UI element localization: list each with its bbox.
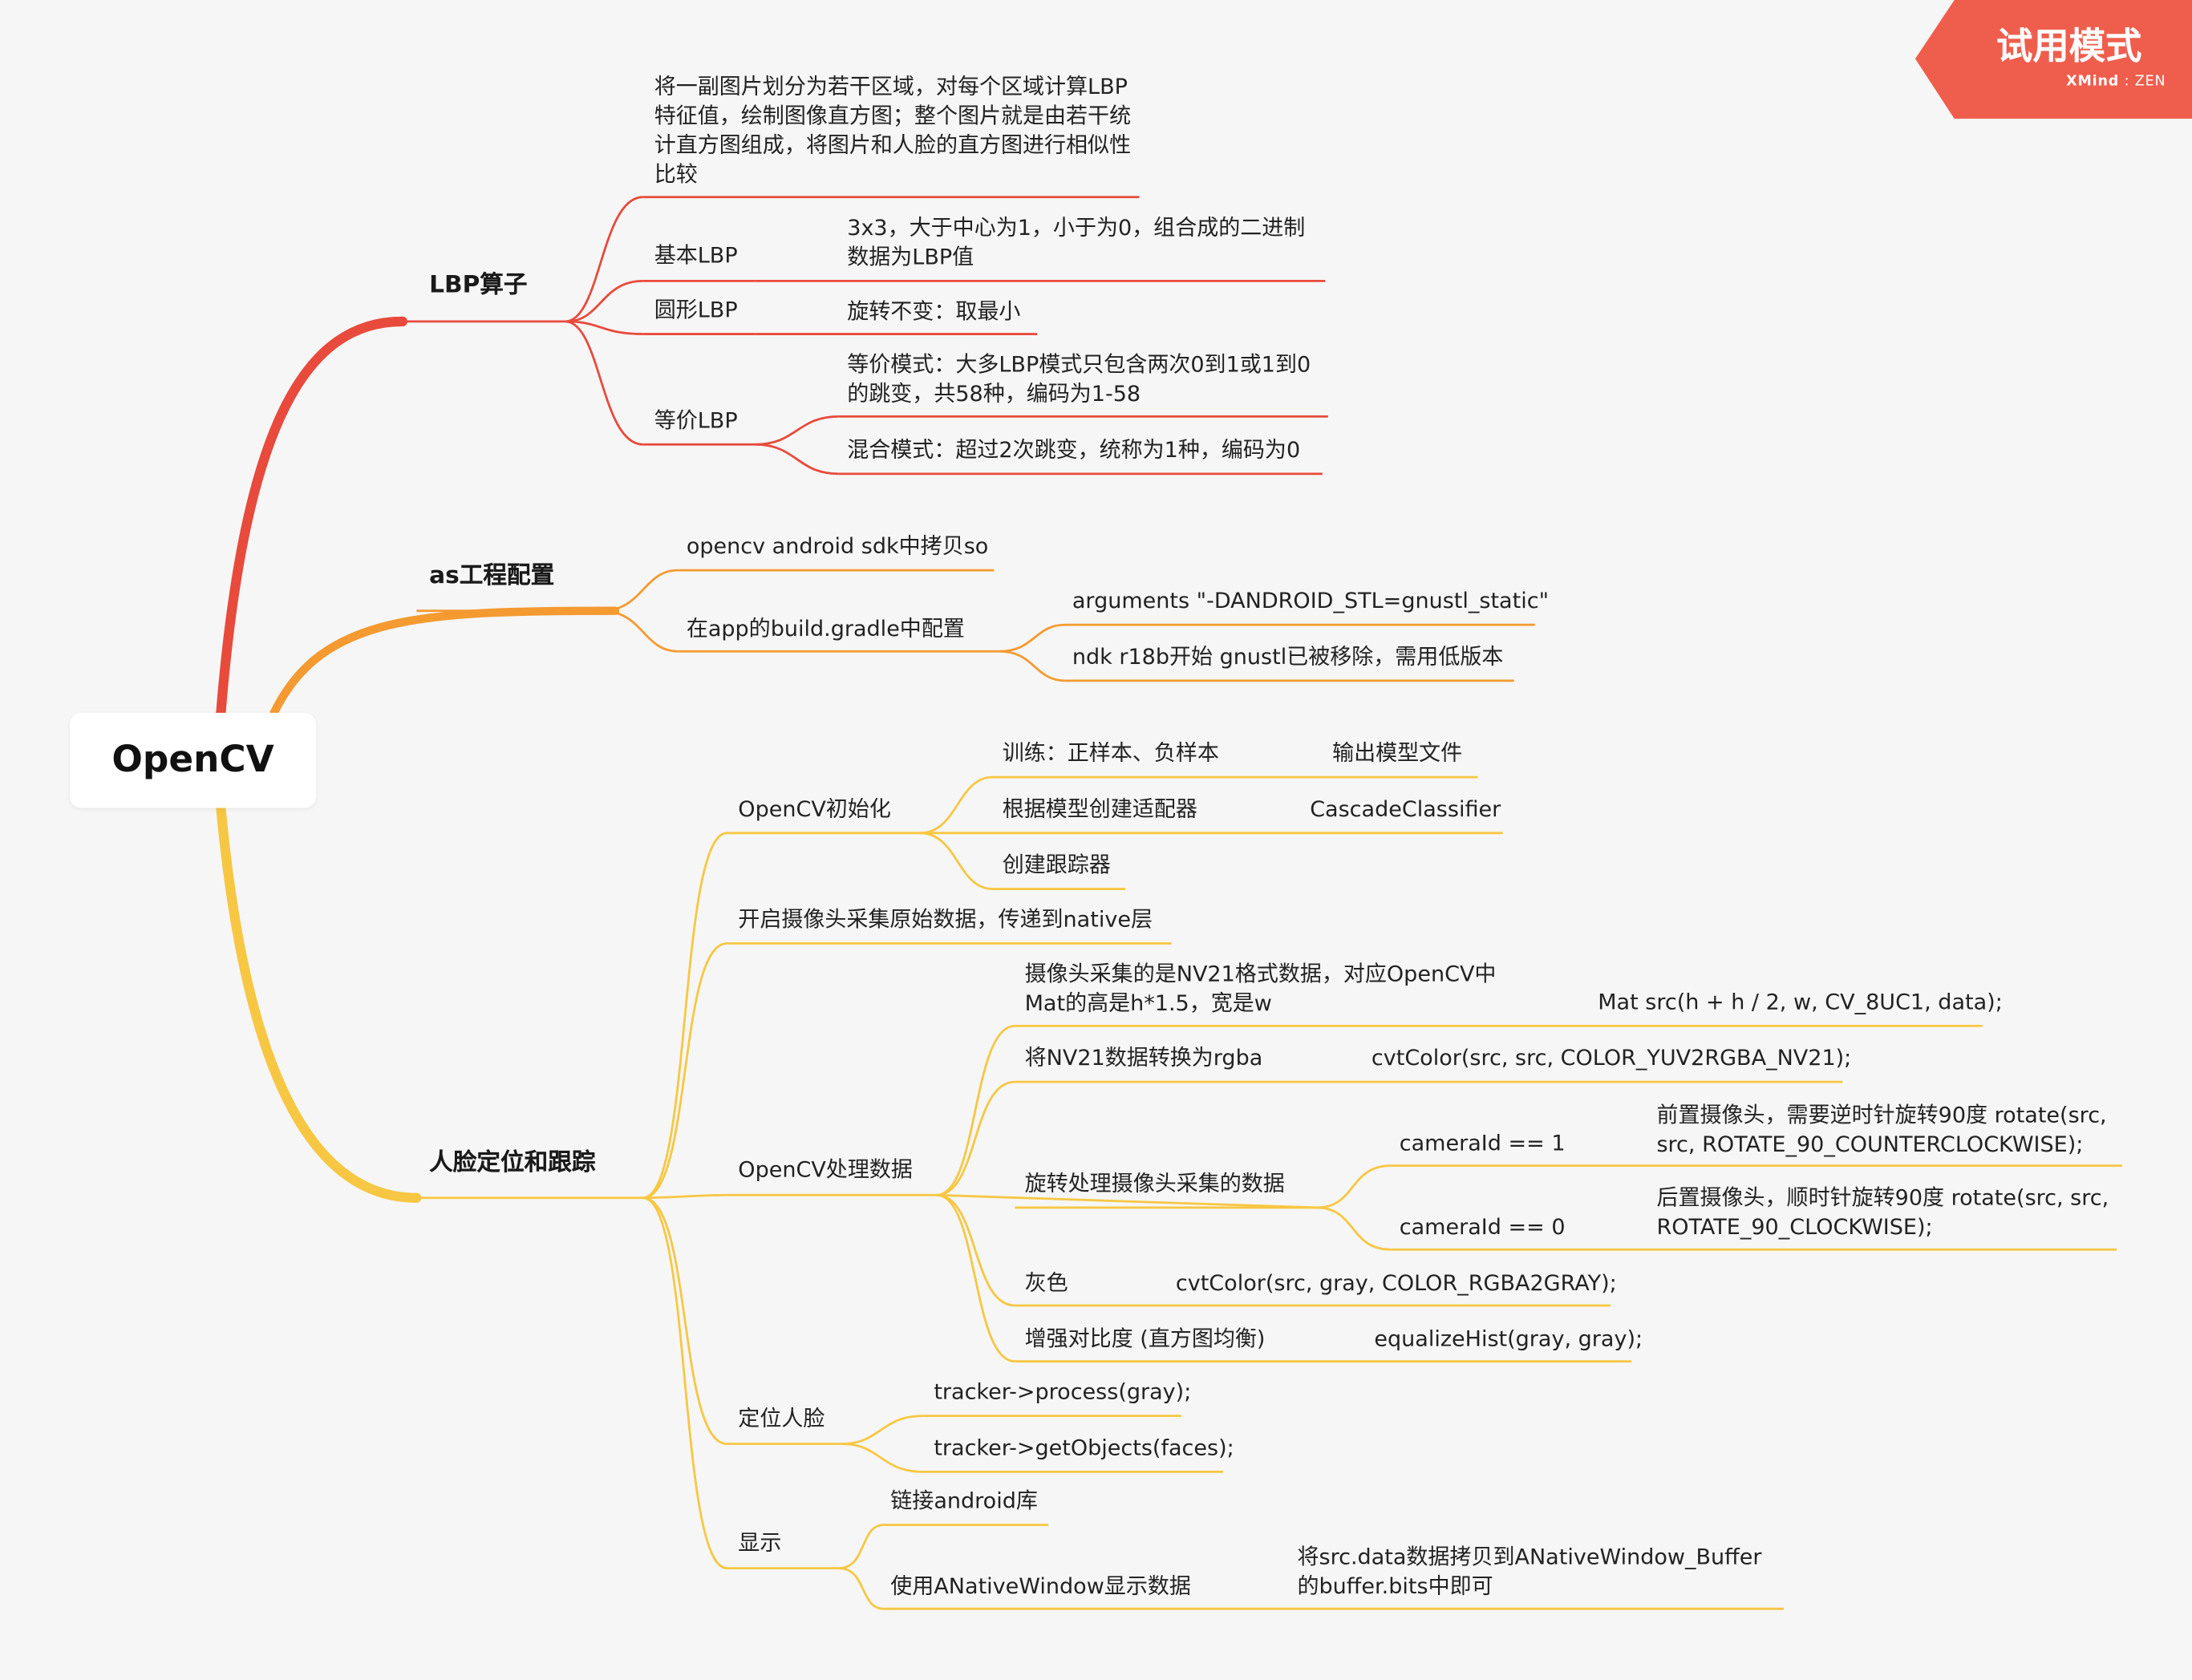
code-cvtcolor-rgba[interactable]: cvtColor(src, src, COLOR_YUV2RGBA_NV21);	[1371, 1045, 1852, 1071]
topic-open-camera[interactable]: 开启摄像头采集原始数据，传递到native层	[738, 907, 1153, 933]
topic-display[interactable]: 显示	[738, 1530, 782, 1556]
topic-lbp[interactable]: LBP算子	[429, 271, 528, 300]
topic-gradle-config[interactable]: 在app的build.gradle中配置	[686, 616, 965, 642]
topic-uniform-mode[interactable]: 等价模式：大多LBP模式只包含两次0到1或1到0的跳变，共58种，编码为1-58	[847, 352, 1311, 407]
topic-create-tracker[interactable]: 创建跟踪器	[1002, 852, 1111, 878]
topic-link-android[interactable]: 链接android库	[890, 1488, 1038, 1514]
connector-root-lbp	[216, 316, 408, 719]
connector-root-face	[216, 803, 422, 1203]
topic-locate-face[interactable]: 定位人脸	[738, 1406, 825, 1431]
topic-create-adapter[interactable]: 根据模型创建适配器	[1002, 796, 1197, 822]
topic-nv21-to-rgba[interactable]: 将NV21数据转换为rgba	[1024, 1045, 1263, 1071]
topic-copy-so[interactable]: opencv android sdk中拷贝so	[686, 533, 989, 560]
topic-front-camera[interactable]: 前置摄像头，需要逆时针旋转90度 rotate(src, src, ROTATE…	[1656, 1103, 2107, 1158]
topic-camera-id-1[interactable]: cameraId == 1	[1399, 1131, 1566, 1156]
code-tracker-process[interactable]: tracker->process(gray);	[934, 1379, 1192, 1405]
topic-circle-lbp[interactable]: 圆形LBP	[654, 298, 738, 323]
topic-as-config[interactable]: as工程配置	[429, 561, 555, 590]
topic-uniform-lbp[interactable]: 等价LBP	[654, 407, 738, 434]
topic-ndk-note[interactable]: ndk r18b开始 gnustl已被移除，需用低版本	[1072, 644, 1504, 670]
topic-mixed-mode[interactable]: 混合模式：超过2次跳变，统称为1种，编码为0	[847, 437, 1301, 463]
topic-opencv-init[interactable]: OpenCV初始化	[738, 796, 891, 822]
topic-rotate[interactable]: 旋转处理摄像头采集的数据	[1024, 1171, 1285, 1197]
topic-equalize[interactable]: 增强对比度 (直方图均衡)	[1024, 1326, 1266, 1352]
xmind-brand: XMind : ZEN	[2066, 74, 2166, 90]
topic-copy-buffer[interactable]: 将src.data数据拷贝到ANativeWindow_Buffer的buffe…	[1297, 1544, 1762, 1599]
topic-train-output[interactable]: 输出模型文件	[1332, 740, 1463, 767]
code-equalize-hist[interactable]: equalizeHist(gray, gray);	[1374, 1326, 1643, 1352]
topic-anativewindow[interactable]: 使用ANativeWindow显示数据	[890, 1573, 1191, 1599]
root-topic[interactable]: OpenCV	[70, 712, 316, 808]
topic-circle-lbp-detail[interactable]: 旋转不变：取最小	[847, 299, 1021, 325]
connector-root-as	[269, 606, 620, 718]
topic-lbp-desc[interactable]: 将一副图片划分为若干区域，对每个区域计算LBP特征值，绘制图像直方图；整个图片就…	[654, 74, 1132, 188]
topic-camera-id-0[interactable]: cameraId == 0	[1399, 1214, 1566, 1241]
topic-gradle-args[interactable]: arguments "-DANDROID_STL=gnustl_static"	[1072, 588, 1549, 614]
code-tracker-getobjects[interactable]: tracker->getObjects(faces);	[934, 1435, 1234, 1461]
topic-nv21-format[interactable]: 摄像头采集的是NV21格式数据，对应OpenCV中Mat的高是h*1.5，宽是w	[1024, 961, 1497, 1017]
topic-basic-lbp-detail[interactable]: 3x3，大于中心为1，小于为0，组合成的二进制数据为LBP值	[847, 215, 1306, 270]
code-cvtcolor-gray[interactable]: cvtColor(src, gray, COLOR_RGBA2GRAY);	[1175, 1270, 1617, 1296]
topic-basic-lbp[interactable]: 基本LBP	[654, 243, 738, 269]
trial-mode-badge[interactable]	[1914, 0, 2192, 119]
topic-face-tracking[interactable]: 人脸定位和跟踪	[429, 1148, 596, 1177]
topic-train[interactable]: 训练：正样本、负样本	[1002, 740, 1219, 767]
topic-gray[interactable]: 灰色	[1024, 1270, 1068, 1296]
topic-cascade-classifier[interactable]: CascadeClassifier	[1310, 796, 1501, 822]
code-mat-src[interactable]: Mat src(h + h / 2, w, CV_8UC1, data);	[1598, 990, 2003, 1015]
topic-opencv-process[interactable]: OpenCV处理数据	[738, 1157, 913, 1183]
trial-mode-label: 试用模式	[1996, 26, 2142, 69]
topic-back-camera[interactable]: 后置摄像头，顺时针旋转90度 rotate(src, src, ROTATE_9…	[1656, 1185, 2109, 1241]
